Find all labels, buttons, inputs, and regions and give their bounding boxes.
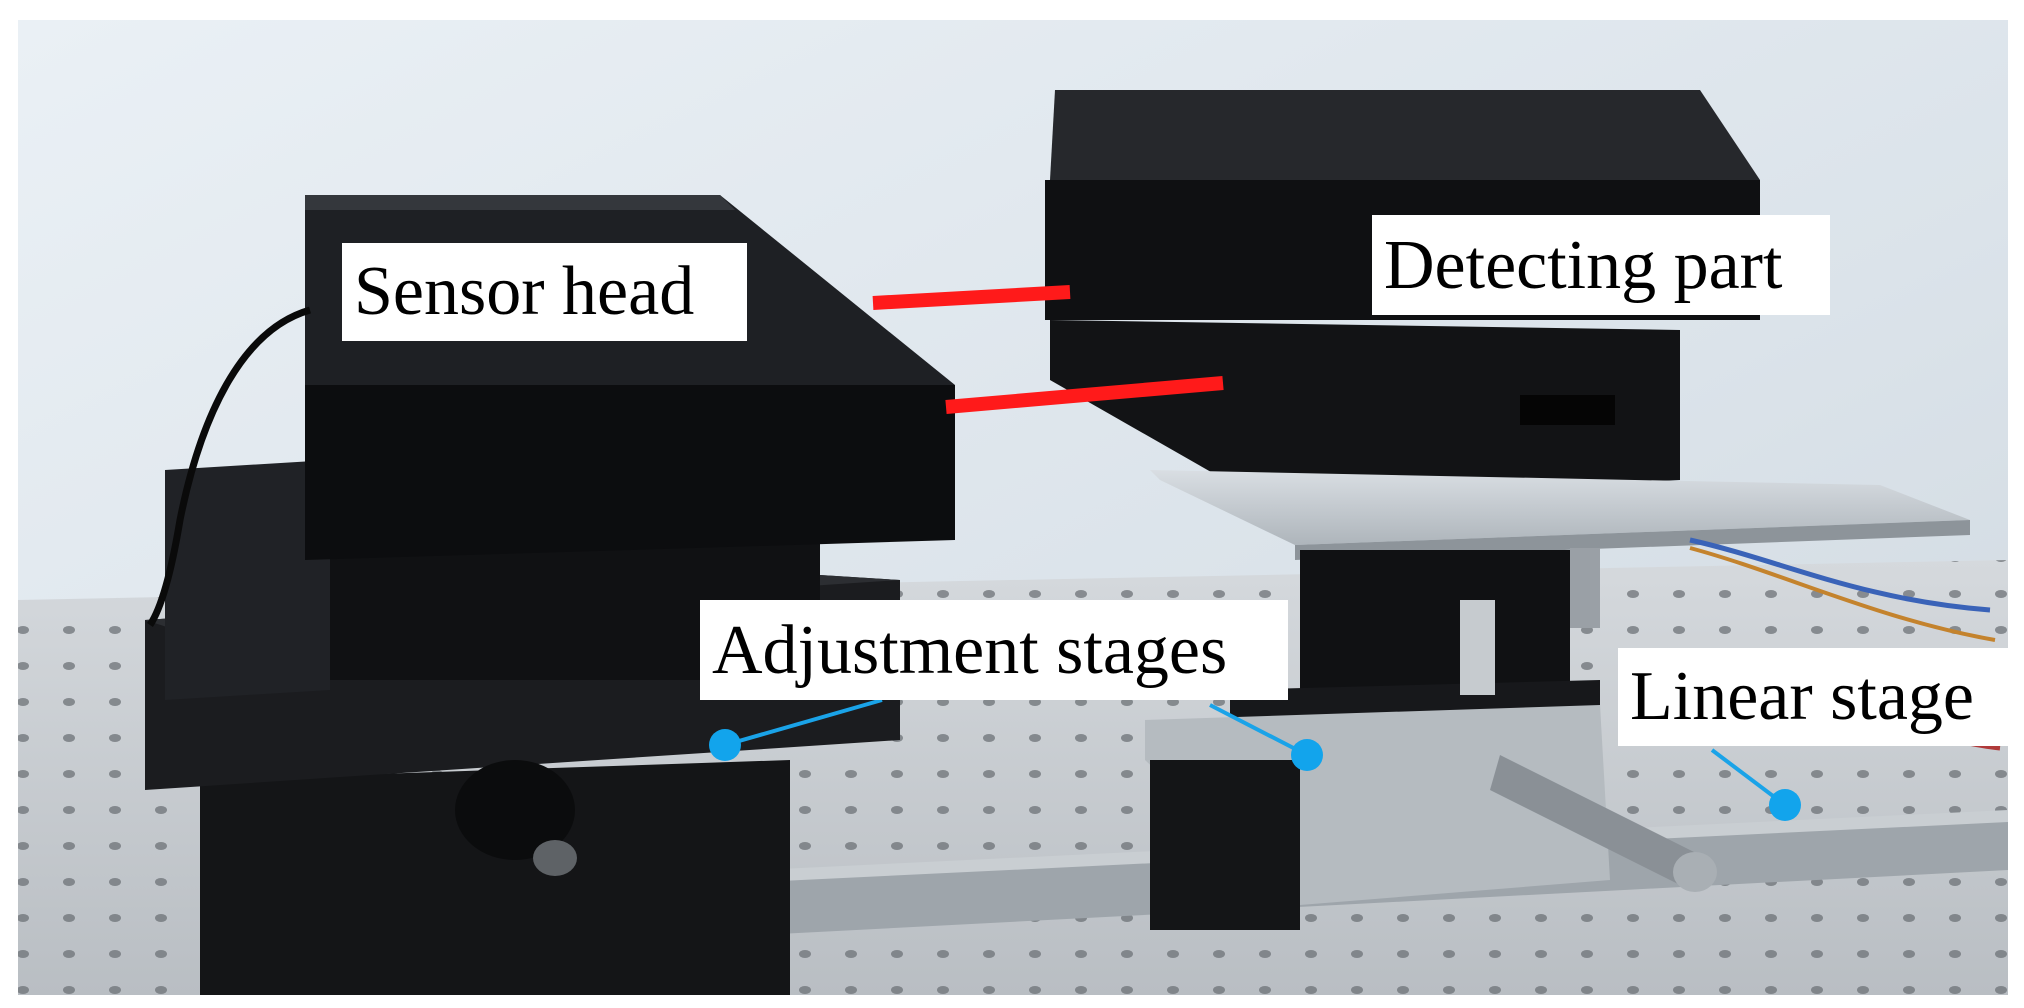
linear-pointer-dot — [1769, 789, 1801, 821]
micrometer-head — [1490, 755, 1700, 890]
left-knob-cap — [533, 840, 577, 876]
sensor-head-front — [305, 385, 955, 560]
left-base-stage — [200, 760, 790, 995]
detecting-part-lower-front — [1050, 320, 1680, 500]
detecting-part-top — [1050, 90, 1760, 180]
wires — [1689, 537, 1991, 613]
adjustment-pointer-dot-right — [1291, 739, 1323, 771]
lower-laser-beam — [945, 376, 1224, 414]
adjustment-pointer-line-left — [724, 698, 883, 747]
left-side-stage — [165, 460, 330, 700]
label-adjustment-stages: Adjustment stages — [700, 600, 1288, 700]
support-post — [1570, 548, 1600, 628]
micrometer-cap — [1673, 852, 1717, 892]
sensor-head-top-highlight — [305, 195, 735, 210]
left-adjustment-knob — [455, 760, 575, 860]
scale-ruler — [1460, 600, 1495, 695]
right-base-block — [1150, 760, 1300, 930]
label-detecting-part: Detecting part — [1372, 215, 1830, 315]
adjustment-pointer-dot-left — [709, 729, 741, 761]
label-linear-stage: Linear stage — [1618, 648, 2010, 746]
upper-laser-beam — [872, 285, 1071, 310]
detecting-part-slot — [1520, 395, 1615, 425]
adjustment-pointer-line-right — [1209, 703, 1308, 757]
sensor-cable — [147, 306, 311, 627]
right-tilt-stage — [1300, 550, 1570, 700]
wires-2 — [1689, 546, 1996, 642]
label-sensor-head: Sensor head — [342, 243, 747, 341]
aluminium-plate — [1150, 470, 1970, 545]
